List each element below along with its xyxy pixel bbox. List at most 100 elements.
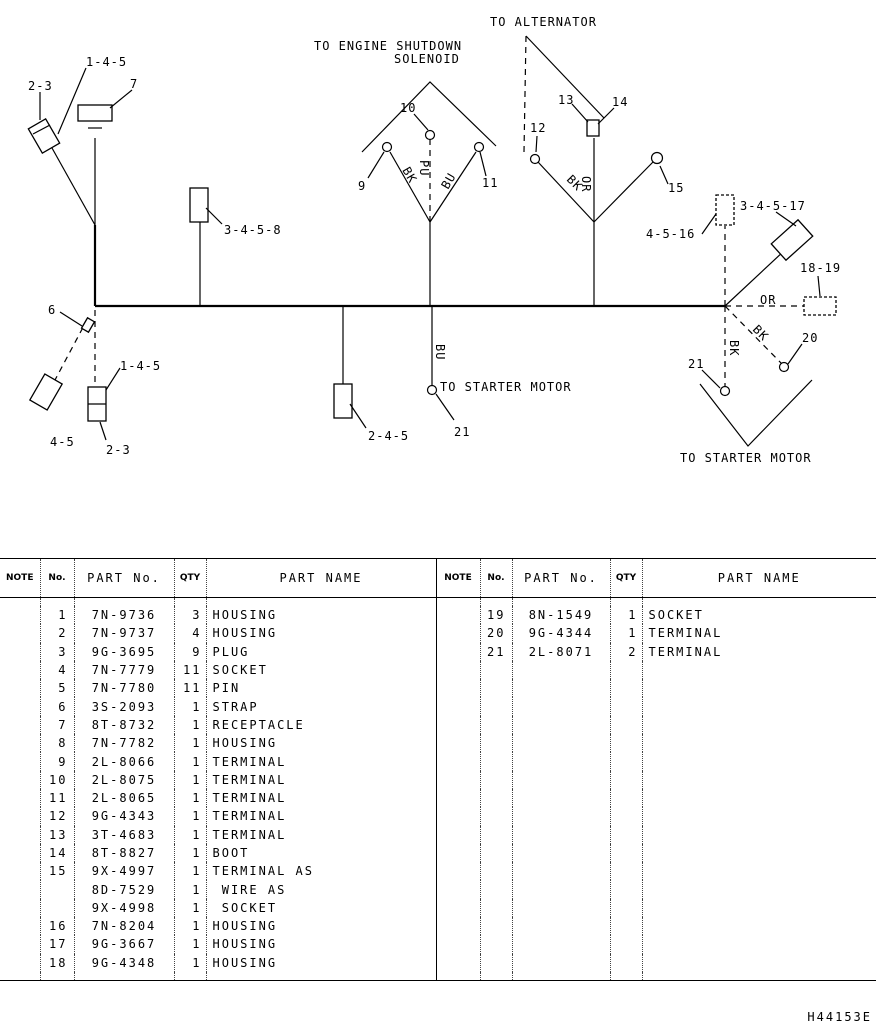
callout-3-4-5-8: 3-4-5-8 <box>224 223 282 237</box>
label-to-engine-shutdown: TO ENGINE SHUTDOWN <box>314 39 462 53</box>
header-qty: QTY <box>173 558 206 598</box>
part-number-cell: 2L-8075 <box>73 770 174 789</box>
part-name-right-cell: TERMINAL <box>641 642 876 661</box>
quantity-cell: 1 <box>173 752 206 771</box>
leader-3-4-5-8 <box>205 207 223 225</box>
callout-2-4-5: 2-4-5 <box>368 429 409 443</box>
header-no-right: No. <box>479 558 512 598</box>
item-number-right-cell <box>479 917 512 936</box>
note-cell <box>0 862 40 880</box>
part-number-cell: 8T-8827 <box>73 843 174 863</box>
note-right-cell <box>435 953 480 972</box>
callout-7: 7 <box>130 77 138 91</box>
quantity-right-cell <box>609 825 642 844</box>
part-number-cell: 2L-8066 <box>73 752 174 771</box>
callout-3-4-5-17: 3-4-5-17 <box>740 199 806 213</box>
terminal-21-right <box>719 385 731 397</box>
receptacle-7 <box>77 104 113 122</box>
spacer-cell <box>435 971 480 981</box>
item-number-cell: 15 <box>39 862 74 881</box>
note-right-cell <box>435 606 480 625</box>
leader-10 <box>413 113 429 131</box>
note-right-cell <box>435 843 480 863</box>
part-name-cell: PIN <box>205 679 436 698</box>
part-number-cell: 7N-9737 <box>73 624 174 643</box>
part-name-right-cell <box>641 697 876 716</box>
part-name-right-cell <box>641 898 876 918</box>
quantity-right-cell <box>609 953 642 972</box>
leader-1-4-5-top <box>57 67 87 135</box>
connector-2-3-top <box>27 117 61 155</box>
note-right-cell <box>435 642 480 661</box>
housing-3-4-5-17 <box>770 218 814 262</box>
part-name-cell: SOCKET <box>205 898 436 918</box>
part-name-right-cell <box>641 953 876 972</box>
leader-18-19 <box>817 275 821 297</box>
part-number-cell: 8D-7529 <box>73 880 174 899</box>
note-right-cell <box>435 770 480 789</box>
starter-motor-bracket <box>699 379 813 447</box>
alternator-bracket-right <box>525 35 605 119</box>
part-name-right-cell <box>641 788 876 808</box>
quantity-right-cell <box>609 917 642 936</box>
quantity-cell: 11 <box>173 679 206 698</box>
spacer-cell <box>205 597 436 606</box>
terminal-21-center <box>426 384 438 396</box>
part-name-right-cell <box>641 917 876 936</box>
header-part-name-right: PART NAME <box>641 558 876 598</box>
quantity-cell: 1 <box>173 715 206 735</box>
note-right-cell <box>435 752 480 771</box>
part-name-cell: HOUSING <box>205 953 436 972</box>
header-no: No. <box>39 558 74 598</box>
callout-15: 15 <box>668 181 684 195</box>
part-name-right-cell <box>641 715 876 735</box>
part-number-cell: 7N-7782 <box>73 734 174 753</box>
part-number-cell: 9G-4343 <box>73 807 174 826</box>
note-cell <box>0 789 40 807</box>
item-number-cell: 6 <box>39 697 74 716</box>
table-header-row: NOTE No. PART No. QTY PART NAME NOTE No.… <box>0 558 876 598</box>
left-wire-to-2-3 <box>51 147 96 226</box>
label-solenoid: SOLENOID <box>394 52 460 66</box>
part-number-cell: 2L-8065 <box>73 788 174 808</box>
header-part-no-right: PART No. <box>511 558 610 598</box>
label-to-starter-motor-right: TO STARTER MOTOR <box>680 451 812 465</box>
spacer-cell <box>0 971 40 981</box>
drawing-code: H44153E <box>807 1010 872 1024</box>
item-number-right-cell <box>479 953 512 972</box>
wire-color-or-right: OR <box>760 293 776 307</box>
header-qty-right: QTY <box>609 558 642 598</box>
part-name-cell: PLUG <box>205 642 436 661</box>
part-name-cell: RECEPTACLE <box>205 715 436 735</box>
part-number-right-cell <box>511 734 610 753</box>
part-name-cell: TERMINAL <box>205 752 436 771</box>
note-cell <box>0 643 40 661</box>
part-name-cell: HOUSING <box>205 917 436 936</box>
part-name-right-cell <box>641 825 876 844</box>
quantity-right-cell: 2 <box>609 642 642 661</box>
terminal-15 <box>650 151 664 165</box>
item-number-right-cell <box>479 862 512 881</box>
leader-7 <box>109 89 133 109</box>
leader-14 <box>597 107 615 125</box>
item-number-right-cell <box>479 715 512 735</box>
item-number-cell: 2 <box>39 624 74 643</box>
quantity-cell: 1 <box>173 788 206 808</box>
part-name-right-cell <box>641 734 876 753</box>
item-number-cell: 4 <box>39 660 74 680</box>
quantity-cell: 11 <box>173 660 206 680</box>
quantity-right-cell <box>609 660 642 680</box>
part-number-cell: 7N-8204 <box>73 917 174 936</box>
header-note-right: NOTE <box>435 558 480 598</box>
item-number-cell: 16 <box>39 917 74 936</box>
quantity-right-cell <box>609 807 642 826</box>
item-number-cell: 5 <box>39 679 74 698</box>
